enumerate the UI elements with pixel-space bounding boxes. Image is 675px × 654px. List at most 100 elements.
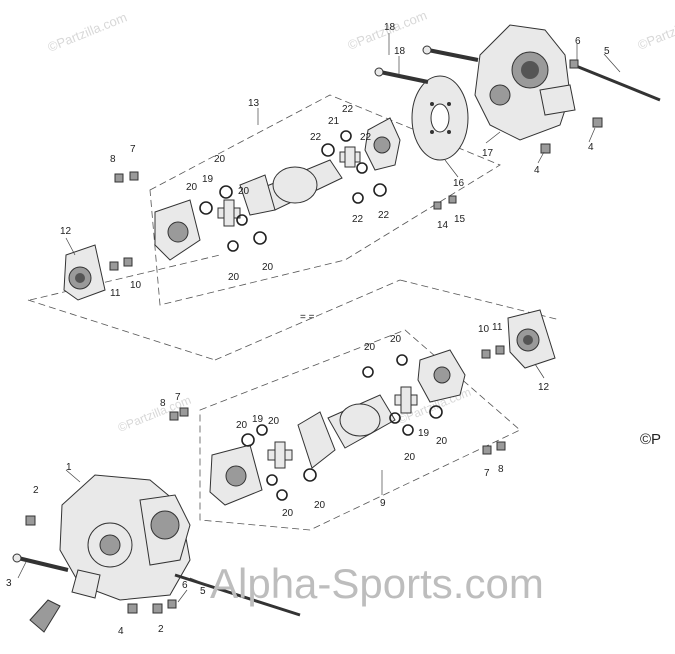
- snap-ring-22-b: [340, 130, 352, 142]
- nut-6-bottom: [167, 599, 177, 609]
- snap-ring-20-m: [429, 405, 443, 419]
- snap-ring-20-f: [241, 433, 255, 447]
- bolt-8-top: [114, 173, 124, 183]
- callout-10-top: 10: [130, 280, 142, 291]
- callout-16: 16: [453, 178, 465, 189]
- flange-yoke-bottom-right: [417, 349, 466, 403]
- callout-7-top: 7: [130, 144, 136, 155]
- stud-3-head: [12, 553, 22, 563]
- callout-19-bottom-a: 19: [252, 414, 264, 425]
- callout-4-top-a: 4: [588, 142, 594, 153]
- brake-disc-16: [411, 75, 469, 161]
- callout-1: 1: [66, 462, 72, 473]
- drive-shaft-tube-top: [239, 159, 343, 216]
- callout-9: 9: [380, 498, 386, 509]
- washer-8-bottom-right: [496, 441, 506, 451]
- callout-11-bottom: 11: [492, 322, 503, 333]
- ujoint-bottom-right: [394, 386, 418, 414]
- watermark-copyright-edge: ©P: [640, 431, 661, 448]
- callout-20-g: 20: [268, 416, 280, 427]
- snap-ring-20-a: [219, 185, 233, 199]
- callout-4-bottom: 4: [118, 626, 124, 637]
- callout-20-a: 20: [214, 154, 226, 165]
- bolt-2-b: [152, 603, 163, 614]
- assembly-outline-9: [199, 329, 521, 531]
- callout-20-h: 20: [282, 508, 294, 519]
- callout-20-f: 20: [236, 420, 248, 431]
- bolt-4-top-a: [592, 117, 603, 128]
- callout-17: 17: [482, 148, 494, 159]
- callout-19-bottom-b: 19: [418, 428, 430, 439]
- nut-6-top: [569, 59, 579, 69]
- callout-labels: 1 2 2 3 4 4 4 5 5 6 6 7 7 7 8 8 8 9 10 1…: [6, 22, 610, 637]
- callout-2-a: 2: [33, 485, 39, 496]
- seal-flange-12-top: [63, 244, 106, 301]
- bolt-18-a: [374, 67, 429, 84]
- callout-20-i: 20: [314, 500, 326, 511]
- long-stud-5-bottom: [174, 573, 301, 617]
- callout-18-a: 18: [384, 22, 396, 33]
- callout-3: 3: [6, 578, 12, 589]
- rear-gearcase-1: [59, 474, 191, 601]
- callout-22-a: 22: [310, 132, 322, 143]
- snap-ring-20-k: [396, 354, 408, 366]
- washer-10-top: [123, 257, 133, 267]
- snap-ring-20-c: [236, 214, 248, 226]
- washer-15: [448, 195, 457, 204]
- washer-7-bottom: [179, 407, 189, 417]
- callout-7-bottom-right: 7: [484, 468, 490, 479]
- bolt-2-a: [25, 515, 36, 526]
- bolt-4-bottom: [127, 603, 138, 614]
- callout-20-c: 20: [238, 186, 250, 197]
- callout-20-d: 20: [228, 272, 240, 283]
- callout-14: 14: [437, 220, 449, 231]
- front-gearcase-17: [474, 24, 576, 141]
- snap-ring-22-c: [356, 162, 368, 174]
- snap-ring-19-a: [256, 424, 268, 436]
- flange-top-left: [154, 199, 201, 261]
- callout-22-e: 22: [378, 210, 390, 221]
- bolt-4-top-b: [540, 143, 551, 154]
- callout-6-bottom: 6: [182, 580, 188, 591]
- snap-ring-22-d: [352, 192, 364, 204]
- callout-19-top: 19: [202, 174, 214, 185]
- callout-15: 15: [454, 214, 466, 225]
- snap-ring-20-d: [227, 240, 239, 252]
- ujoint-bottom-left: [267, 441, 293, 469]
- washer-11-bottom: [495, 345, 505, 355]
- callout-10-bottom: 10: [478, 324, 490, 335]
- snap-ring-20-j: [362, 366, 374, 378]
- callout-20-l: 20: [404, 452, 416, 463]
- callout-8-bottom: 8: [160, 398, 166, 409]
- drive-shaft-tube-bottom: [297, 394, 396, 469]
- snap-ring-20-l: [402, 424, 414, 436]
- snap-ring-22-e: [373, 183, 387, 197]
- callout-13: 13: [248, 98, 260, 109]
- long-stud-5-top: [575, 64, 661, 102]
- callout-12-top: 12: [60, 226, 72, 237]
- flange-bottom-left: [209, 444, 263, 506]
- washer-7-top: [129, 171, 139, 181]
- shaft-break-symbol: = =: [300, 312, 315, 323]
- callout-20-e: 20: [262, 262, 274, 273]
- callout-11-top: 11: [110, 288, 121, 299]
- watermark-partzilla-1: ©Partzilla.com: [46, 9, 130, 54]
- callout-20-b: 20: [186, 182, 198, 193]
- bolt-14: [433, 201, 442, 210]
- snap-ring-20-i: [303, 468, 317, 482]
- bolt-11-top: [109, 261, 119, 271]
- callout-21: 21: [328, 116, 340, 127]
- callout-20-m: 20: [436, 436, 448, 447]
- callout-8-bottom-right: 8: [498, 464, 504, 475]
- leader-lines: [17, 33, 621, 603]
- stud-3: [17, 556, 69, 572]
- bolt-7-bottom-right: [482, 445, 492, 455]
- callout-8-top: 8: [110, 154, 116, 165]
- snap-ring-20-g: [266, 474, 278, 486]
- bracket-bottom-left: [29, 599, 61, 633]
- watermark-alpha-sports: Alpha-Sports.com: [210, 560, 544, 607]
- callout-22-b: 22: [342, 104, 354, 115]
- callout-7-bottom: 7: [175, 392, 181, 403]
